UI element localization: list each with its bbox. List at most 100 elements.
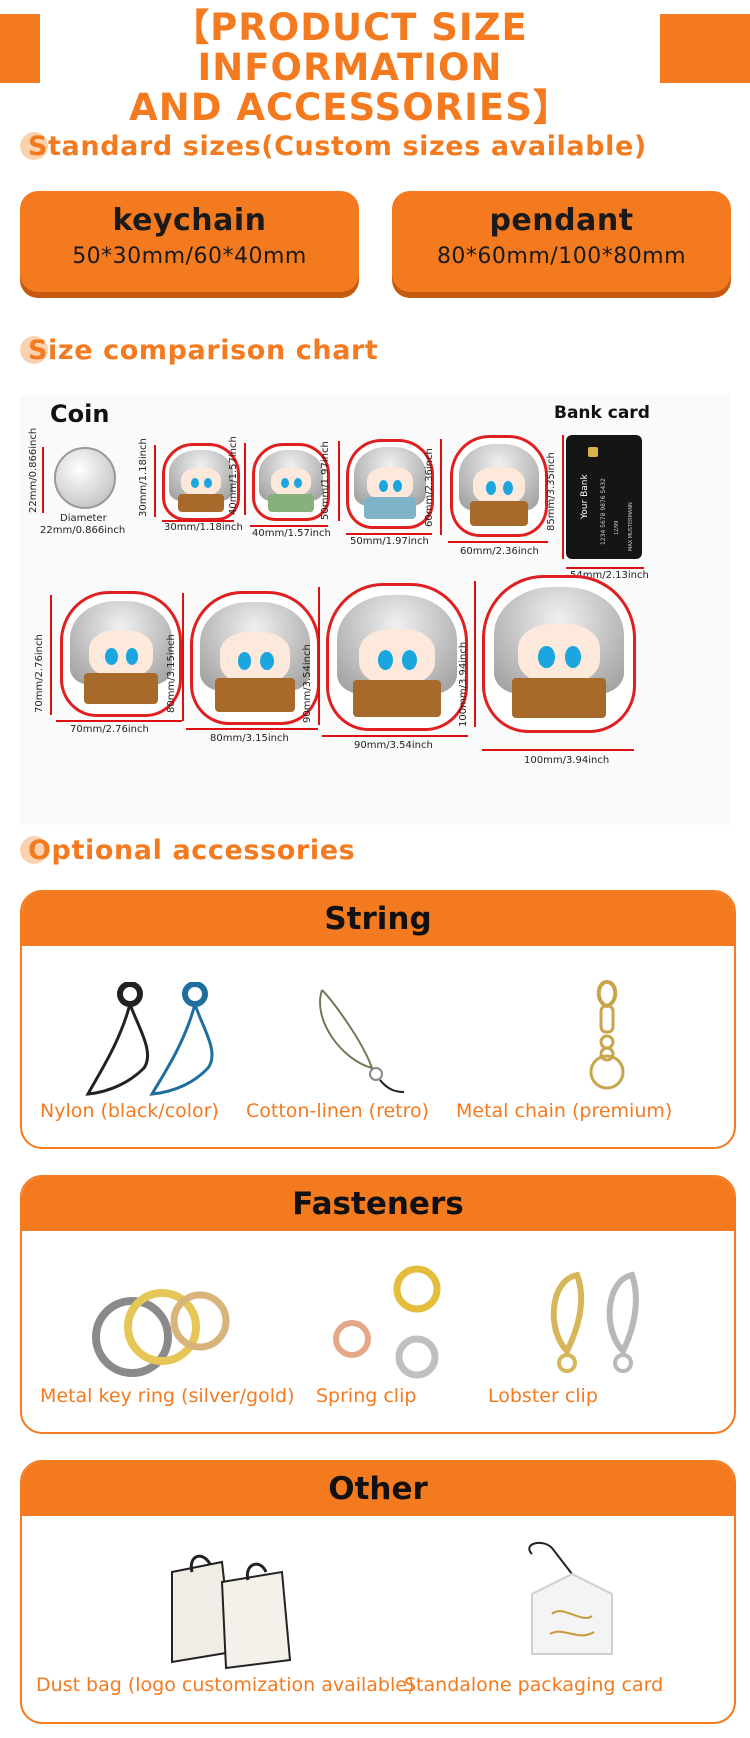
packaging-card-icon bbox=[528, 1541, 613, 1655]
fig60-width: 60mm/2.36inch bbox=[460, 546, 539, 557]
size-dims: 50*30mm/60*40mm bbox=[72, 244, 307, 269]
bank-card-label: Bank card bbox=[554, 403, 650, 423]
item-label: Metal chain (premium) bbox=[456, 1100, 673, 1122]
item-label: Standalone packaging card bbox=[404, 1674, 664, 1696]
fig50-wline bbox=[346, 533, 432, 535]
bank-height-line bbox=[562, 435, 564, 559]
bank-card-image: Your Bank 1234 5678 9876 5432 12/99 MAX … bbox=[566, 435, 642, 559]
fig90-hline bbox=[318, 587, 320, 725]
fig50-height: 50mm/1.97inch bbox=[320, 441, 331, 520]
key-ring-icon bbox=[92, 1289, 230, 1377]
coin-label: Coin bbox=[50, 400, 110, 428]
fig40-hline bbox=[244, 443, 246, 515]
fig80-width: 80mm/3.15inch bbox=[210, 733, 289, 744]
fig80-hline bbox=[182, 593, 184, 721]
fig80-wline bbox=[186, 728, 318, 730]
coin-height-line bbox=[42, 447, 44, 513]
bank-card-expiry: 12/99 bbox=[614, 520, 620, 535]
section-optional-accessories: Optional accessories bbox=[20, 830, 355, 870]
panel-title: Fasteners bbox=[22, 1177, 734, 1231]
item-label: Lobster clip bbox=[488, 1385, 598, 1407]
coin-diameter-caption: Diameter bbox=[60, 513, 107, 524]
fig70-width: 70mm/2.76inch bbox=[70, 724, 149, 735]
nylon-string-icon bbox=[85, 982, 214, 1096]
section-dot-icon bbox=[20, 836, 48, 864]
page-title-line1: 【PRODUCT SIZE INFORMATION bbox=[172, 6, 528, 89]
panel-string: String Nylon (black/color) Cotton-linen … bbox=[20, 890, 736, 1149]
panel-fasteners: Fasteners Metal key ring (silver/gold) S… bbox=[20, 1175, 736, 1434]
bank-card-text: Your Bank bbox=[580, 474, 590, 519]
fig60-hline bbox=[440, 439, 442, 535]
fig100-width: 100mm/3.94inch bbox=[524, 755, 610, 766]
section-standard-sizes: Standard sizes(Custom sizes available) bbox=[20, 126, 647, 166]
section-heading: Size comparison chart bbox=[28, 334, 379, 366]
section-heading: Optional accessories bbox=[28, 834, 356, 866]
figure-100mm bbox=[482, 575, 636, 733]
item-label: Metal key ring (silver/gold) bbox=[40, 1385, 295, 1407]
coin-diameter-label: 22mm/0.866inch bbox=[40, 525, 126, 536]
header-bar-left bbox=[0, 14, 40, 83]
figure-30mm bbox=[162, 443, 240, 521]
figure-40mm bbox=[252, 443, 330, 521]
fig90-width: 90mm/3.54inch bbox=[354, 740, 433, 751]
figure-70mm bbox=[60, 591, 182, 717]
cotton-string-icon bbox=[319, 989, 405, 1093]
fig50-width: 50mm/1.97inch bbox=[350, 536, 429, 547]
item-label: Cotton-linen (retro) bbox=[246, 1100, 430, 1122]
item-label: Dust bag (logo customization available) bbox=[36, 1674, 415, 1696]
fig60-wline bbox=[448, 541, 548, 543]
fig40-height: 40mm/1.57inch bbox=[228, 436, 239, 515]
section-dot-icon bbox=[20, 132, 48, 160]
fig70-wline bbox=[56, 720, 182, 722]
item-label: Spring clip bbox=[316, 1385, 417, 1407]
figure-80mm bbox=[190, 591, 320, 725]
spring-clip-icon bbox=[333, 1265, 441, 1379]
fig100-wline bbox=[482, 749, 634, 751]
fig70-hline bbox=[50, 595, 52, 715]
fig100-height: 100mm/3.94inch bbox=[458, 641, 469, 727]
item-label: Nylon (black/color) bbox=[40, 1100, 219, 1122]
fig90-wline bbox=[322, 735, 468, 737]
section-heading: Standard sizes(Custom sizes available) bbox=[28, 130, 647, 162]
bank-card-holder: MAX MUSTERMANN bbox=[628, 502, 634, 551]
figure-50mm bbox=[346, 439, 434, 529]
fig80-height: 80mm/3.15inch bbox=[166, 634, 177, 713]
size-dims: 80*60mm/100*80mm bbox=[436, 244, 687, 269]
section-size-comparison: Size comparison chart bbox=[20, 330, 378, 370]
size-name: keychain bbox=[112, 203, 267, 238]
chip-icon bbox=[588, 447, 598, 457]
fig100-hline bbox=[474, 581, 476, 727]
panel-other: Other Dust bag (logo customization avail… bbox=[20, 1460, 736, 1724]
fig40-wline bbox=[250, 525, 328, 527]
fig40-width: 40mm/1.57inch bbox=[252, 528, 331, 539]
bank-card-number: 1234 5678 9876 5432 bbox=[600, 478, 607, 545]
fig30-width: 30mm/1.18inch bbox=[164, 522, 243, 533]
fig90-height: 90mm/3.54inch bbox=[302, 644, 313, 723]
panel-title: Other bbox=[22, 1462, 734, 1516]
dust-bag-icon bbox=[171, 1554, 292, 1670]
lobster-clip-icon bbox=[550, 1271, 639, 1373]
size-card-pendant: pendant 80*60mm/100*80mm bbox=[392, 191, 731, 292]
section-dot-icon bbox=[20, 336, 48, 364]
bank-height-label: 85mm/3.35inch bbox=[546, 452, 557, 531]
figure-60mm bbox=[450, 435, 548, 537]
fig30-height: 30mm/1.18inch bbox=[138, 438, 149, 517]
size-comparison-chart: Coin 22mm/0.866inch Diameter 22mm/0.866i… bbox=[20, 395, 730, 825]
fig60-height: 60mm/2.36inch bbox=[424, 448, 435, 527]
fig50-hline bbox=[338, 441, 340, 521]
bank-width-label: 54mm/2.13inch bbox=[570, 570, 649, 581]
page-title: 【PRODUCT SIZE INFORMATION AND ACCESSORIE… bbox=[40, 8, 660, 128]
coin-icon bbox=[54, 447, 116, 509]
header-bar-right bbox=[660, 14, 750, 83]
panel-title: String bbox=[22, 892, 734, 946]
page-title-line2: AND ACCESSORIES】 bbox=[129, 86, 571, 129]
fig30-wline bbox=[162, 520, 234, 522]
size-card-keychain: keychain 50*30mm/60*40mm bbox=[20, 191, 359, 292]
coin-height-label: 22mm/0.866inch bbox=[28, 427, 39, 513]
bank-width-line bbox=[566, 567, 644, 569]
figure-90mm bbox=[326, 583, 468, 731]
fig70-height: 70mm/2.76inch bbox=[34, 634, 45, 713]
size-name: pendant bbox=[489, 203, 634, 238]
fig30-hline bbox=[154, 445, 156, 517]
metal-chain-icon bbox=[589, 979, 625, 1090]
